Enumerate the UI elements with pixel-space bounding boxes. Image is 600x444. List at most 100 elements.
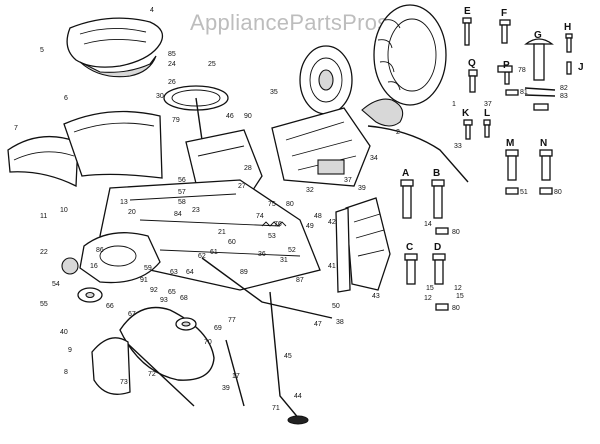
callout-89: 89	[240, 269, 248, 276]
letter-d: D	[434, 242, 441, 253]
callout-7: 7	[14, 125, 18, 132]
callout-80b: 80	[452, 229, 460, 236]
bolt-k-part	[463, 119, 473, 140]
callout-16: 16	[90, 263, 98, 270]
letter-g: G	[534, 30, 542, 41]
callout-65: 65	[168, 289, 176, 296]
callout-80a: 80	[286, 201, 294, 208]
pulley-part	[77, 287, 103, 303]
callout-23: 23	[192, 207, 200, 214]
nut-80d-part	[435, 303, 449, 311]
callout-66: 66	[106, 303, 114, 310]
belt-guard-part	[91, 337, 131, 395]
letter-k: K	[462, 108, 470, 119]
callout-4: 4	[150, 7, 154, 14]
callout-80c: 80	[452, 305, 460, 312]
nut-81-part	[505, 89, 519, 96]
wheel-rim-part	[299, 45, 353, 115]
callout-13: 13	[120, 199, 128, 206]
brake-lever-part	[225, 291, 309, 425]
letter-c: C	[406, 242, 413, 253]
letter-e: E	[464, 6, 471, 17]
callout-47: 47	[314, 321, 322, 328]
callout-77: 77	[228, 317, 236, 324]
bolt-a-part	[400, 179, 414, 219]
bolt-g-part	[524, 38, 554, 81]
callout-70: 70	[204, 339, 212, 346]
callout-34: 34	[370, 155, 378, 162]
callout-61: 61	[210, 249, 218, 256]
callout-56: 56	[178, 177, 186, 184]
callout-68: 68	[180, 295, 188, 302]
callout-8: 8	[64, 369, 68, 376]
rod-82-part	[524, 87, 556, 91]
callout-2: 2	[396, 129, 400, 136]
drag-link-part	[367, 125, 469, 183]
callout-37b: 37	[344, 177, 352, 184]
callout-73: 73	[120, 379, 128, 386]
callout-52: 52	[288, 247, 296, 254]
callout-57: 57	[178, 189, 186, 196]
callout-38: 38	[336, 319, 344, 326]
idler-pulley-part	[175, 317, 197, 331]
callout-78: 78	[518, 67, 526, 74]
callout-67: 67	[128, 311, 136, 318]
callout-30: 30	[156, 93, 164, 100]
callout-46: 46	[226, 113, 234, 120]
bolt-n-part	[539, 149, 553, 181]
callout-45: 45	[284, 353, 292, 360]
callout-71: 71	[272, 405, 280, 412]
callout-76: 76	[274, 221, 282, 228]
bracket-part	[335, 207, 351, 293]
transmission-part	[61, 232, 161, 284]
callout-54: 54	[52, 281, 60, 288]
callout-36: 36	[258, 251, 266, 258]
callout-42: 42	[328, 219, 336, 226]
rod-83-part	[524, 94, 556, 97]
callout-26: 26	[168, 79, 176, 86]
callout-40: 40	[60, 329, 68, 336]
callout-11: 11	[40, 213, 47, 220]
bolt-f-part	[499, 19, 511, 44]
pin-j-part	[566, 61, 572, 75]
callout-12a: 12	[454, 285, 462, 292]
callout-10: 10	[60, 207, 68, 214]
nut-80-part	[539, 187, 553, 195]
callout-64: 64	[186, 269, 194, 276]
callout-5: 5	[40, 47, 44, 54]
callout-33: 33	[454, 143, 462, 150]
hood-part	[63, 110, 163, 179]
bolt-m-part	[505, 149, 519, 181]
letter-l: L	[484, 108, 490, 119]
callout-72: 72	[148, 371, 156, 378]
pin-p-part	[504, 71, 510, 85]
callout-48: 48	[314, 213, 322, 220]
nut-78-part	[497, 65, 513, 73]
callout-21: 21	[218, 229, 226, 236]
callout-62: 62	[198, 253, 206, 260]
callout-31: 31	[280, 257, 288, 264]
callout-20: 20	[128, 209, 136, 216]
callout-15b: 15	[456, 293, 464, 300]
callout-92: 92	[150, 287, 158, 294]
callout-14: 14	[424, 221, 432, 228]
callout-69: 69	[214, 325, 222, 332]
letter-f: F	[501, 8, 507, 19]
letter-j: J	[578, 62, 584, 73]
fender-part	[7, 136, 79, 188]
callout-9: 9	[68, 347, 72, 354]
callout-81: 81	[520, 89, 528, 96]
letter-q: Q	[468, 58, 476, 69]
tire-part	[373, 4, 447, 106]
callout-1: 1	[452, 101, 456, 108]
callout-80d: 80	[554, 189, 562, 196]
callout-39b: 39	[222, 385, 230, 392]
letter-p: P	[503, 60, 510, 71]
callout-22: 22	[40, 249, 48, 256]
callout-86: 86	[96, 247, 104, 254]
callout-17: 17	[232, 373, 240, 380]
callout-32: 32	[306, 187, 314, 194]
callout-6: 6	[64, 95, 68, 102]
callout-53: 53	[268, 233, 276, 240]
